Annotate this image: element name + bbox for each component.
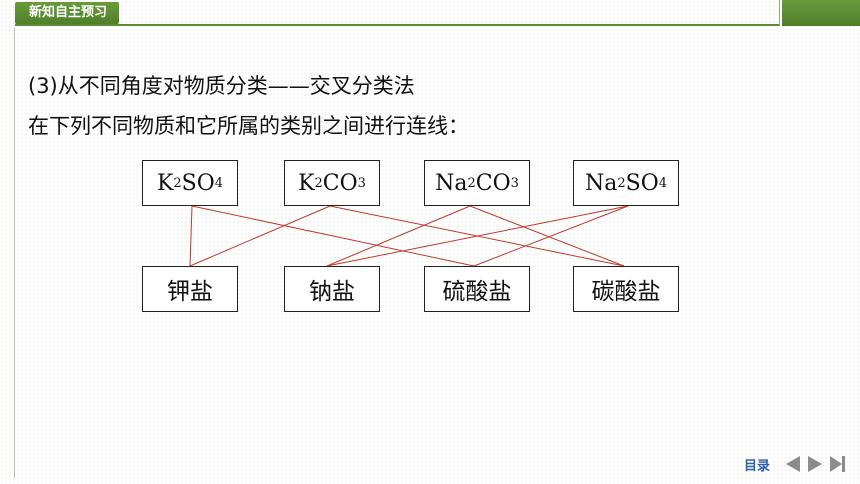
formula-text: SO (625, 170, 659, 196)
header-corner-block (782, 0, 860, 26)
formula-text: K (298, 170, 315, 196)
header-divider (15, 24, 780, 26)
toc-link[interactable]: 目录 (744, 458, 771, 474)
formula-text: Na (435, 170, 468, 196)
formula-subscript: 3 (357, 175, 366, 191)
formula-subscript: 2 (314, 175, 323, 191)
left-margin-rule (14, 28, 15, 478)
formula-text: SO (181, 170, 215, 196)
link-line-0-2 (191, 205, 475, 267)
formula-subscript: 4 (214, 175, 224, 191)
category-box-sodium-salt: 钠盐 (284, 266, 380, 312)
link-line-2-3 (469, 205, 625, 267)
next-arrow-icon[interactable] (808, 456, 823, 472)
category-box-carbonate: 碳酸盐 (573, 266, 679, 312)
link-line-3-1 (326, 205, 629, 267)
link-line-3-2 (473, 205, 629, 267)
footer-nav: 目录 (744, 454, 846, 474)
link-line-2-1 (326, 205, 471, 267)
formula-subscript: 4 (658, 175, 668, 191)
link-line-0-0 (189, 205, 193, 267)
category-box-potassium-salt: 钾盐 (142, 266, 238, 312)
formula-subscript: 2 (467, 175, 476, 191)
last-page-icon[interactable] (830, 456, 846, 472)
formula-text: CO (322, 170, 358, 196)
formula-subscript: 3 (510, 175, 519, 191)
header-bar: 新知自主预习 (0, 0, 860, 28)
section-title: 新知自主预习 (15, 2, 120, 24)
formula-text: Na (584, 170, 618, 196)
header-vertical-divider (779, 0, 780, 26)
question-heading: (3)从不同角度对物质分类——交叉分类法 (28, 74, 415, 98)
formula-subscript: 2 (617, 175, 626, 191)
prev-arrow-icon[interactable] (786, 456, 801, 472)
formula-text: K (156, 170, 174, 196)
question-instruction: 在下列不同物质和它所属的类别之间进行连线： (28, 114, 469, 138)
link-line-1-3 (329, 205, 625, 267)
link-line-1-0 (189, 205, 331, 267)
formula-subscript: 2 (173, 175, 182, 191)
category-box-sulfate: 硫酸盐 (424, 266, 530, 312)
formula-text: CO (475, 170, 511, 196)
